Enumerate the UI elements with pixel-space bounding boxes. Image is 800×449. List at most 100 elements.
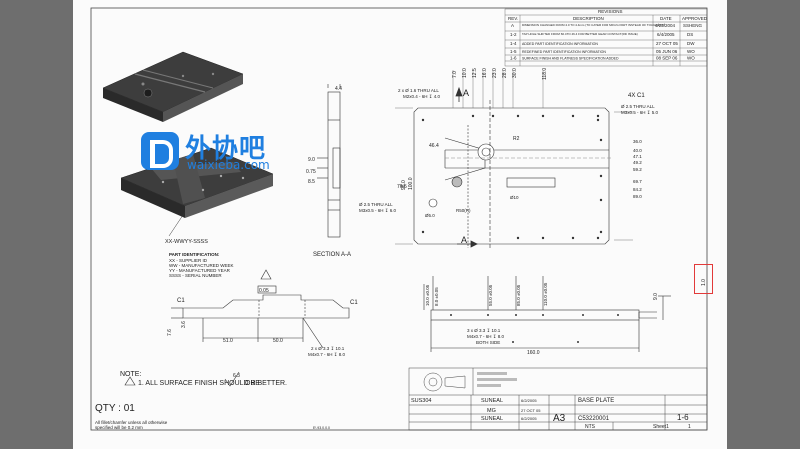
top-dim-lines (395, 70, 633, 245)
rev-cell: 1-4 (510, 41, 517, 46)
dim-left: 76.5 (397, 184, 407, 190)
rev-cell: 27 OCT 05 (656, 41, 678, 46)
flatness-value: 0.05 (259, 288, 269, 294)
rev-cell: TAP HOLE SHIFTED FROM 66.4TO 46.4 FOR BE… (522, 32, 638, 36)
front-overall: 160.0 (527, 350, 540, 356)
revision-row: 1-5 REDEFINED PART IDENTIFICATION INFORM… (510, 49, 695, 54)
rev-cell: 05 JUN 06 (656, 49, 678, 54)
title-block-text (477, 372, 517, 387)
note-title: NOTE: (120, 371, 141, 378)
flatness-triangle (260, 269, 272, 280)
rev-header-date: DATE (660, 16, 672, 21)
drawing-sheet: REVISIONS REV. DESCRIPTION DATE APPROVED… (73, 0, 727, 449)
top-dim: 118.0 (542, 68, 548, 80)
sheet-label: Sheet1 (653, 424, 669, 430)
side-dim: 9.0 (308, 157, 315, 163)
part-id-line: SSSS - SERIAL NUMBER (169, 273, 222, 278)
dim-right: 59.2 (633, 167, 642, 172)
top-dim: 12.5 (472, 68, 478, 78)
front-right-dim: 1.0 (701, 279, 707, 286)
rev-cell: 1-2 (510, 32, 517, 37)
bottom-elevation (171, 285, 350, 349)
chamfer-right: C1 (350, 300, 358, 306)
dim-height: 100.0 (408, 177, 414, 190)
rev-cell: WO (687, 56, 695, 61)
title-block (408, 367, 708, 431)
holes-note-2: Ø 2.5 THRU ALL (621, 104, 655, 109)
revisions-table (504, 8, 708, 67)
surface-finish-icon (224, 371, 240, 387)
tolerance-note: specified will be 0.2 mm (95, 425, 143, 430)
part-id-title: PART IDENTIFICATION: (169, 252, 220, 257)
rev-cell: 6/4/2005 (657, 32, 675, 37)
holes-note-2: M3x0.5 - 6H ↧ 5.0 (621, 110, 659, 115)
top-dim: 30.0 (512, 68, 518, 78)
isometric-view-top (102, 51, 244, 122)
holes-note: M2x0.4 - 6H ↧ 4.0 (403, 94, 441, 99)
chamfer-label: 4X C1 (628, 93, 645, 99)
revision-row: A DIMENSION CHANGED FROM 4.0 TO 4.4mm (T… (511, 23, 703, 28)
logo-name: 外协吧 (185, 134, 267, 164)
technical-drawing: REVISIONS REV. DESCRIPTION DATE APPROVED… (90, 7, 708, 431)
drawing-title: BASE PLATE (578, 398, 614, 404)
dim-right: 47.1 (633, 154, 642, 159)
part-id-line: WW - MANUFACTURED WEEK (169, 263, 234, 268)
dim-height: 98.0 (401, 180, 407, 190)
top-view (413, 100, 613, 248)
holes-note-3: Ø 2.5 THRU ALL (359, 202, 393, 207)
revisions-title: REVISIONS (598, 9, 623, 14)
checked-by: MG (487, 408, 496, 414)
approved-date: 6/2/2005 (521, 416, 537, 421)
revision-row: 1-2 TAP HOLE SHIFTED FROM 66.4TO 46.4 FO… (510, 32, 693, 37)
revisions-headers: REV. DESCRIPTION DATE APPROVED (508, 16, 708, 21)
dim-right: 84.2 (633, 187, 642, 192)
rev-cell: 1-5 (510, 49, 517, 54)
rev-cell: A (511, 23, 514, 28)
r2-label: R2 (513, 136, 520, 142)
front-dim-v: 110.0 ±0.05 (543, 282, 548, 306)
bottom-dim: 51.0 (223, 338, 233, 344)
holes-note: 2 x Ø 1.6 THRU ALL (398, 88, 439, 93)
section-marker (455, 86, 478, 248)
drawn-by: SUNEAL (481, 398, 503, 404)
top-view-holes (421, 114, 603, 240)
dim-right: 69.7 (633, 179, 642, 184)
dim-left: 46.4 (429, 143, 439, 149)
footer-small: E\ 93.0.0.0 (313, 426, 330, 430)
front-right-dim: 9.0 (653, 293, 659, 300)
bottom-dim: 3.6 (181, 321, 187, 328)
front-bottom-holes (450, 314, 619, 343)
side-dim: 4.4 (335, 86, 342, 92)
rev-cell: DS (687, 32, 693, 37)
thread-note: M4x0.7 - 6H ↧ 8.0 (308, 352, 346, 357)
part-id-line: YY - MANUFACTURED YEAR (169, 268, 231, 273)
r50-label: R50(R) (456, 208, 471, 213)
rev-cell: SSHENG (683, 23, 703, 28)
logo-icon (141, 132, 179, 170)
section-letter-top: A (463, 88, 469, 98)
part-id-code: XX-WWYY-SSSS (165, 239, 208, 245)
front-dim-v: 8.0 ±0.05 (434, 287, 439, 306)
front-bottom-view (423, 276, 671, 352)
top-dim: 10.0 (462, 68, 468, 78)
rev-header-rev: REV. (508, 16, 518, 21)
front-dim-v: 10.0 ±0.05 (425, 284, 430, 306)
rev-cell: REDEFINED PART IDENTIFICATION INFORMATIO… (522, 50, 606, 54)
section-label: SECTION A-A (313, 252, 351, 258)
rev-cell: DW (687, 41, 695, 46)
rev-cell: DIMENSION CHANGED FROM 4.0 TO 4.4mm (TO … (522, 23, 665, 27)
front-thread-note: M4x0.7 - 6H ↧ 8.0 (467, 334, 505, 339)
rev-header-approved: APPROVED (682, 16, 708, 21)
part-id-line: XX - SUPPLIER ID (169, 258, 208, 263)
rev-header-description: DESCRIPTION (573, 16, 604, 21)
part-identification: PART IDENTIFICATION: XX - SUPPLIER ID WW… (169, 252, 234, 278)
logo-url: waixieba.com (187, 158, 270, 172)
top-dim: 23.0 (492, 68, 498, 78)
revision-row: 1-6 SURFACE FINISH AND FLATNESS SPECIFIC… (510, 56, 695, 61)
revision: 1-6 (677, 413, 689, 422)
rev-cell: SURFACE FINISH AND FLATNESS SPECIFICATIO… (522, 57, 619, 61)
rev-cell: 08 SEP 06 (656, 56, 678, 61)
checked-date: 27 OCT 05 (521, 408, 541, 413)
rev-cell: 1-6 (510, 56, 517, 61)
note-triangle-icon (124, 376, 136, 386)
